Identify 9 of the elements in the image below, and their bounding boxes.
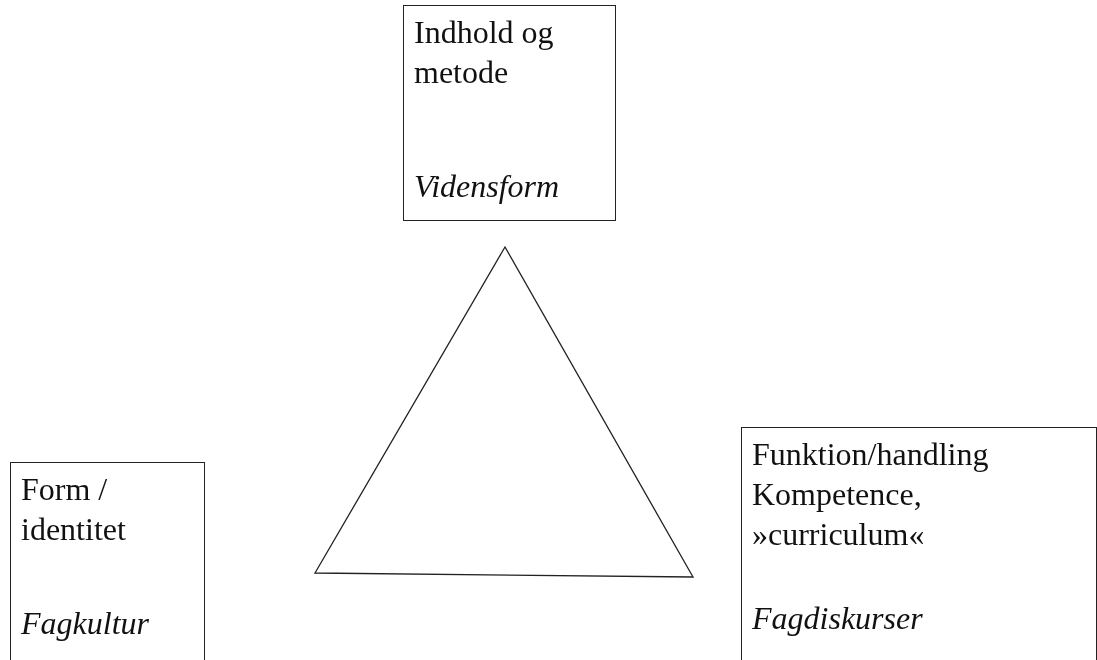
heading-text: Funktion/handling Kompetence, »curriculum«	[752, 435, 990, 554]
subtitle-text: Fagkultur	[21, 604, 149, 643]
subtitle-text: Vidensform	[414, 167, 560, 206]
subtitle-text: Fagdiskurser	[752, 599, 923, 638]
text-box	[403, 5, 616, 221]
text-box	[741, 427, 1097, 660]
heading-text: Indhold og metode	[414, 13, 555, 92]
text-box	[10, 462, 205, 660]
heading-text: Form / identitet	[21, 470, 127, 549]
